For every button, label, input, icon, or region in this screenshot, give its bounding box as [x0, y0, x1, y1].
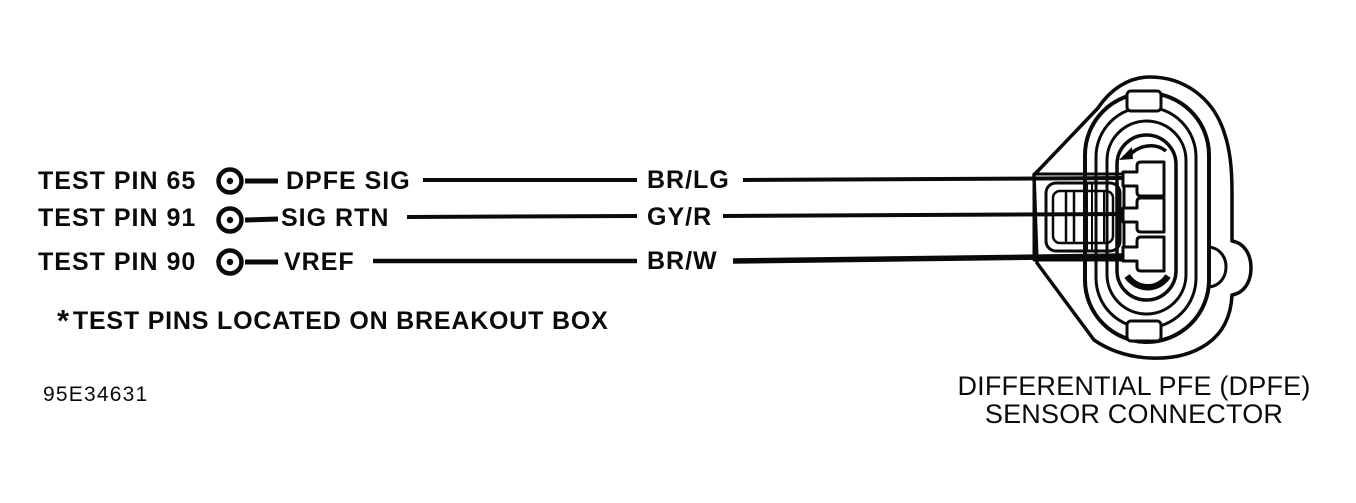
locking-tab-top — [1125, 89, 1163, 113]
connector-pin-1 — [1121, 160, 1166, 198]
cavity-crescent — [1124, 273, 1171, 291]
connector-ring-3 — [1105, 119, 1188, 316]
signal-label-1: DPFE SIG — [286, 167, 411, 195]
connector-pin-2 — [1121, 196, 1166, 234]
signal-label-3: VREF — [284, 248, 355, 276]
wire-color-label-1: BR/LG — [647, 166, 730, 194]
wire-line-segment — [732, 253, 1127, 264]
connector-terminals — [1121, 160, 1166, 273]
asterisk-icon: * — [57, 303, 70, 338]
test-pin-symbols — [216, 167, 244, 276]
test-pin-symbol — [216, 206, 244, 234]
test-pin-symbol — [216, 248, 244, 276]
connector-body-outline — [1032, 75, 1253, 360]
connector-ring-inner — [1115, 133, 1178, 302]
test-pin-label-1: TEST PIN 65 — [38, 167, 197, 195]
connector-side-bump — [1207, 245, 1228, 289]
wire-line-segment — [244, 216, 279, 223]
test-pin-symbol — [216, 167, 244, 195]
connector-caption-line2: SENSOR CONNECTOR — [984, 399, 1284, 429]
orientation-arrow-icon — [1127, 144, 1168, 158]
figure-id-code: 95E34631 — [43, 383, 149, 406]
wire-color-label-3: BR/W — [647, 247, 718, 275]
test-pin-label-3: TEST PIN 90 — [38, 248, 197, 276]
wire-lines — [244, 176, 1127, 265]
wire-latch — [1032, 172, 1126, 262]
test-pin-label-2: TEST PIN 91 — [38, 204, 197, 232]
footnote: *TEST PINS LOCATED ON BREAKOUT BOX — [57, 303, 609, 338]
latch-mid-box — [1044, 181, 1122, 253]
cavity-details — [1119, 144, 1171, 291]
locking-tab-bottom — [1125, 319, 1163, 343]
connector-caption: DIFFERENTIAL PFE (DPFE) SENSOR CONNECTOR — [918, 372, 1350, 428]
footnote-text: TEST PINS LOCATED ON BREAKOUT BOX — [72, 307, 609, 335]
signal-label-2: SIG RTN — [281, 204, 390, 232]
orientation-arrow-head — [1119, 147, 1133, 160]
wire-line-segment — [722, 212, 1127, 218]
wire-color-label-2: GY/R — [647, 203, 713, 231]
connector-caption-line1: DIFFERENTIAL PFE (DPFE) — [957, 371, 1311, 401]
wire-line-segment — [406, 214, 638, 219]
connector-pin-3 — [1121, 235, 1166, 273]
latch-inner-box — [1051, 189, 1115, 245]
wire-line-segment — [742, 176, 1127, 182]
